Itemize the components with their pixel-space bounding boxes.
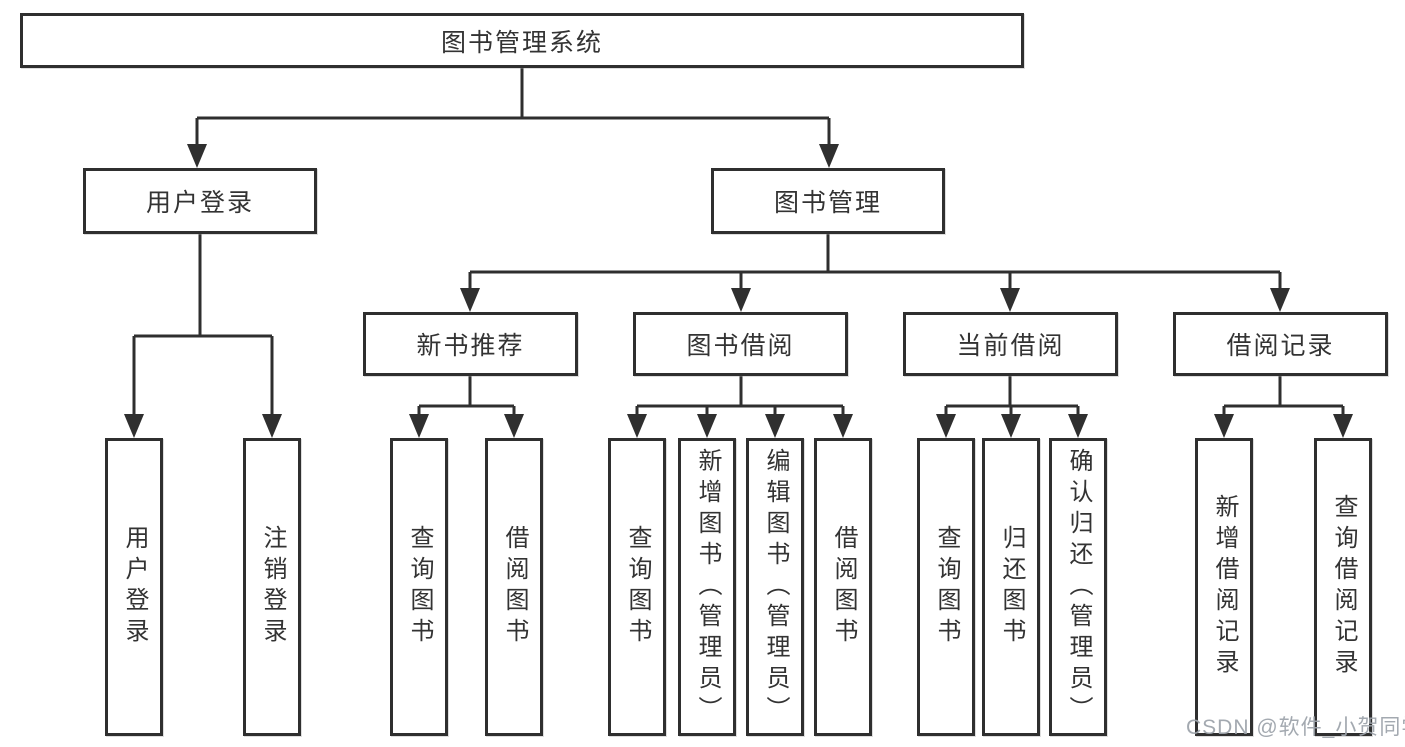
leaf-query-books-3-label: 查询图书 bbox=[933, 525, 960, 649]
node-new-book-recommend-label: 新书推荐 bbox=[416, 332, 525, 360]
leaf-logout: 注销登录 bbox=[243, 438, 301, 736]
node-user-login-label: 用户登录 bbox=[145, 189, 254, 217]
leaf-borrow-books-1: 借阅图书 bbox=[485, 438, 543, 736]
node-book-management-label: 图书管理 bbox=[773, 189, 882, 217]
csdn-watermark: CSDN @软件_小贺同学 bbox=[1186, 716, 1405, 739]
leaf-edit-books-admin-label: 编辑图书（管理员） bbox=[762, 447, 789, 727]
leaf-confirm-return-admin-label: 确认归还（管理员） bbox=[1065, 447, 1092, 727]
node-new-book-recommend: 新书推荐 bbox=[363, 312, 578, 376]
leaf-borrow-books-1-label: 借阅图书 bbox=[501, 525, 528, 649]
leaf-add-books-admin-label: 新增图书（管理员） bbox=[694, 447, 721, 727]
leaf-add-books-admin: 新增图书（管理员） bbox=[678, 438, 736, 736]
node-borrow-records: 借阅记录 bbox=[1173, 312, 1388, 376]
node-current-borrow: 当前借阅 bbox=[903, 312, 1118, 376]
leaf-add-borrow-record-label: 新增借阅记录 bbox=[1211, 494, 1238, 680]
node-book-borrow-label: 图书借阅 bbox=[686, 332, 795, 360]
leaf-user-login: 用户登录 bbox=[105, 438, 163, 736]
leaf-borrow-books-2-label: 借阅图书 bbox=[830, 525, 857, 649]
node-current-borrow-label: 当前借阅 bbox=[956, 332, 1065, 360]
node-root-system-label: 图书管理系统 bbox=[440, 28, 603, 57]
leaf-query-books-3: 查询图书 bbox=[917, 438, 975, 736]
node-borrow-records-label: 借阅记录 bbox=[1226, 332, 1335, 360]
node-book-management: 图书管理 bbox=[711, 168, 945, 234]
leaf-return-books: 归还图书 bbox=[982, 438, 1040, 736]
leaf-user-login-label: 用户登录 bbox=[121, 525, 148, 649]
leaf-query-borrow-record: 查询借阅记录 bbox=[1314, 438, 1372, 736]
leaf-borrow-books-2: 借阅图书 bbox=[814, 438, 872, 736]
leaf-query-books-1: 查询图书 bbox=[390, 438, 448, 736]
node-book-borrow: 图书借阅 bbox=[633, 312, 848, 376]
leaf-edit-books-admin: 编辑图书（管理员） bbox=[746, 438, 804, 736]
leaf-add-borrow-record: 新增借阅记录 bbox=[1195, 438, 1253, 736]
leaf-return-books-label: 归还图书 bbox=[998, 525, 1025, 649]
leaf-query-books-1-label: 查询图书 bbox=[406, 525, 433, 649]
leaf-query-books-2: 查询图书 bbox=[608, 438, 666, 736]
leaf-logout-label: 注销登录 bbox=[259, 525, 286, 649]
leaf-query-borrow-record-label: 查询借阅记录 bbox=[1330, 494, 1357, 680]
leaf-query-books-2-label: 查询图书 bbox=[624, 525, 651, 649]
leaf-confirm-return-admin: 确认归还（管理员） bbox=[1049, 438, 1107, 736]
node-root-system: 图书管理系统 bbox=[20, 13, 1024, 68]
node-user-login: 用户登录 bbox=[83, 168, 317, 234]
